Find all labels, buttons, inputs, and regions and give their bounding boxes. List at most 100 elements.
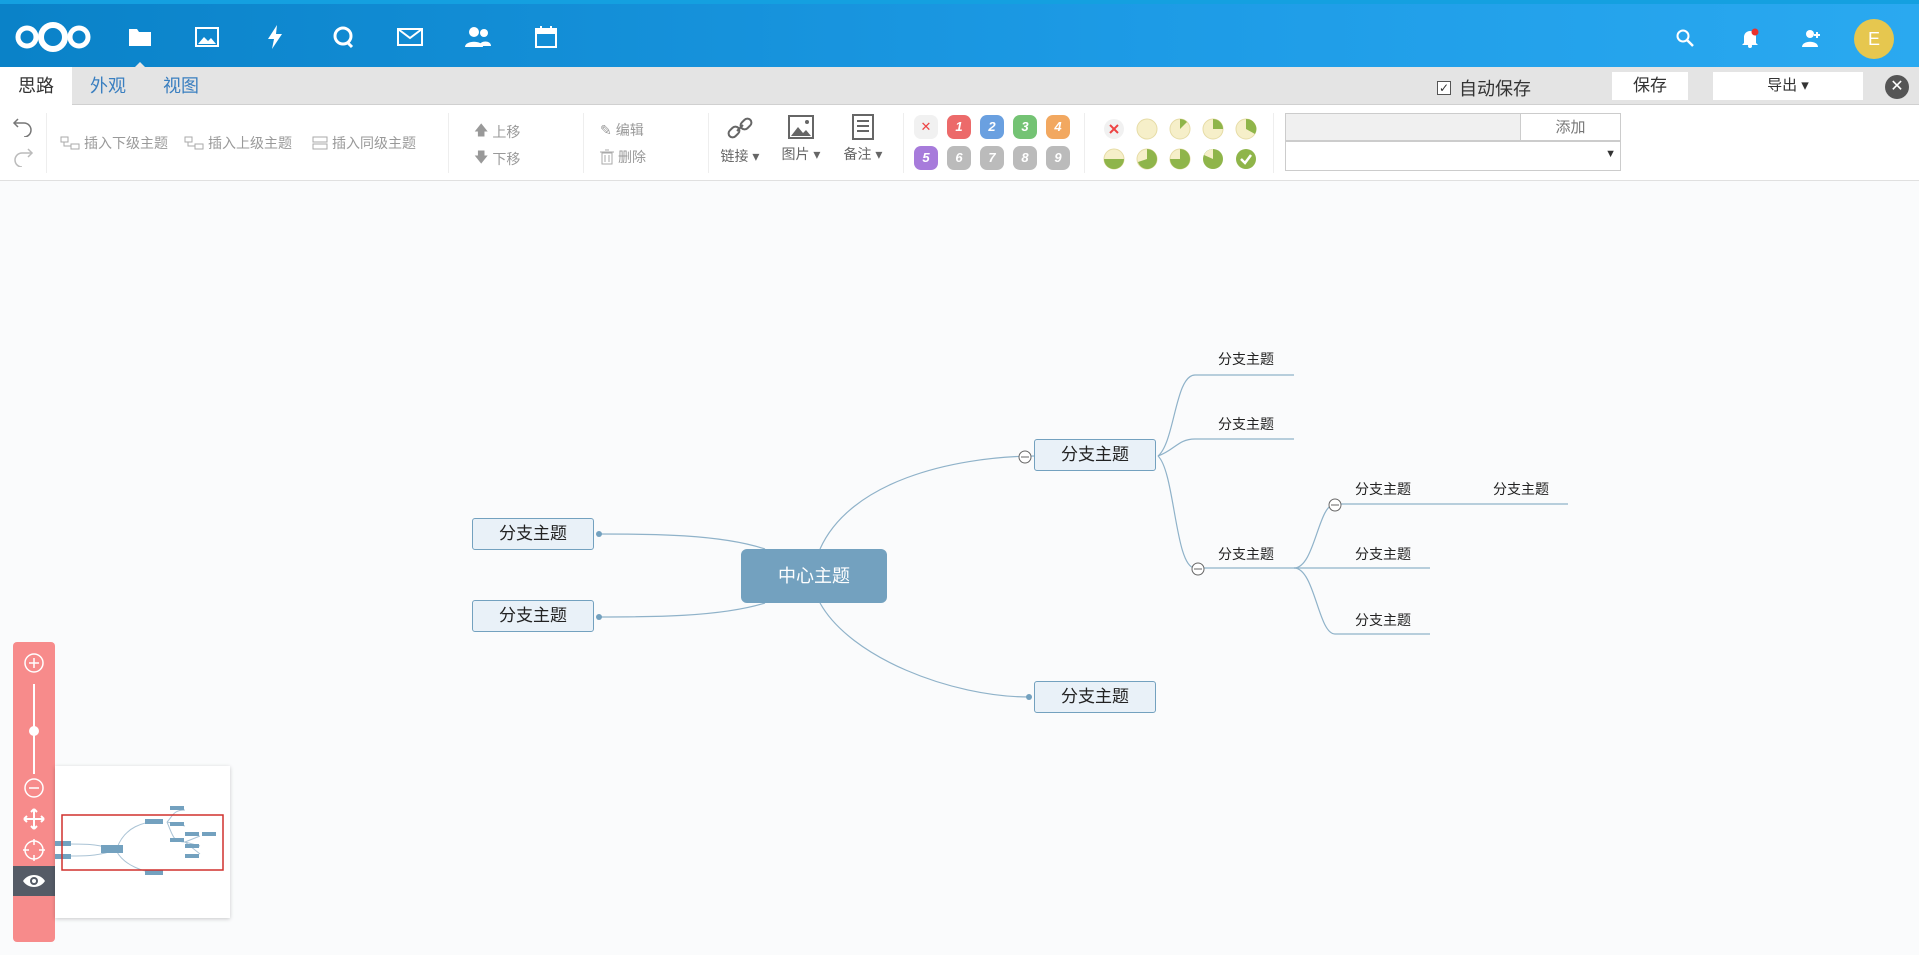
image-button[interactable]: 图片 ▾ bbox=[779, 113, 823, 164]
edit-label: 编辑 bbox=[615, 122, 644, 138]
insert-parent-icon bbox=[184, 136, 204, 150]
insert-parent-label: 插入上级主题 bbox=[208, 135, 292, 151]
tab-appearance[interactable]: 外观 bbox=[90, 76, 126, 96]
redo-icon[interactable] bbox=[12, 147, 34, 167]
priority-2[interactable]: 2 bbox=[980, 115, 1004, 139]
minimap-viewport[interactable] bbox=[61, 814, 224, 871]
insert-child-label: 插入下级主题 bbox=[84, 135, 168, 151]
mindmap-tab-bar: 思路 外观 视图 ✓ 自动保存 保存 导出 ▾ ✕ bbox=[0, 67, 1919, 105]
move-down-label: 下移 bbox=[492, 151, 521, 167]
progress-4-icon[interactable] bbox=[1102, 147, 1126, 171]
nextcloud-logo[interactable] bbox=[14, 18, 92, 56]
progress-6-icon[interactable] bbox=[1168, 147, 1192, 171]
move-up-label: 上移 bbox=[492, 124, 521, 140]
save-button[interactable]: 保存 bbox=[1612, 72, 1688, 100]
mindmap-leaf-node[interactable]: 分支主题 bbox=[1218, 416, 1274, 432]
close-icon[interactable]: ✕ bbox=[1885, 75, 1909, 99]
mindmap-canvas[interactable] bbox=[0, 182, 1919, 955]
progress-done-icon[interactable] bbox=[1234, 147, 1258, 171]
mindmap-leaf-node[interactable]: 分支主题 bbox=[1355, 481, 1411, 497]
mindmap-leaf-node[interactable]: 分支主题 bbox=[1355, 612, 1411, 628]
zoom-panel bbox=[13, 642, 55, 942]
files-icon[interactable] bbox=[125, 22, 155, 70]
link-icon bbox=[727, 117, 753, 139]
progress-3-icon[interactable] bbox=[1234, 117, 1258, 141]
image-label: 图片 ▾ bbox=[781, 146, 821, 162]
progress-2-icon[interactable] bbox=[1201, 117, 1225, 141]
priority-clear-icon[interactable]: ✕ bbox=[914, 115, 938, 139]
mindmap-leaf-node[interactable]: 分支主题 bbox=[1218, 351, 1274, 367]
contacts-menu-icon[interactable] bbox=[1800, 26, 1824, 50]
edit-button[interactable]: ✎ 编辑 bbox=[600, 120, 644, 140]
gallery-icon[interactable] bbox=[192, 22, 222, 52]
mindmap-leaf-node[interactable]: 分支主题 bbox=[1493, 481, 1549, 497]
undo-icon[interactable] bbox=[12, 117, 34, 137]
mindmap-branch-node[interactable]: 分支主题 bbox=[472, 600, 594, 632]
note-button[interactable]: 备注 ▾ bbox=[841, 113, 885, 164]
progress-0-icon[interactable] bbox=[1135, 117, 1159, 141]
mindmap-branch-node[interactable]: 分支主题 bbox=[472, 518, 594, 550]
export-dropdown[interactable]: 导出 ▾ bbox=[1713, 72, 1863, 100]
zoom-out-icon[interactable] bbox=[23, 777, 45, 799]
editor-toolbar: 插入下级主题 插入上级主题 插入同级主题 🡅 上移 🡇 下移 ✎ 编辑 删除 链… bbox=[0, 105, 1919, 181]
move-icon[interactable] bbox=[22, 807, 46, 831]
autosave-checkbox[interactable]: ✓ bbox=[1437, 81, 1451, 95]
delete-label: 删除 bbox=[618, 149, 646, 165]
navigator-toggle[interactable] bbox=[13, 866, 55, 896]
user-avatar[interactable]: E bbox=[1854, 19, 1894, 59]
priority-7[interactable]: 7 bbox=[980, 146, 1004, 170]
priority-5[interactable]: 5 bbox=[914, 146, 938, 170]
contacts-icon[interactable] bbox=[463, 22, 493, 52]
arrow-down-icon: 🡇 bbox=[474, 149, 489, 165]
delete-button[interactable]: 删除 bbox=[600, 147, 646, 167]
priority-9[interactable]: 9 bbox=[1046, 146, 1070, 170]
resource-select[interactable]: ▼ bbox=[1285, 141, 1621, 171]
priority-4[interactable]: 4 bbox=[1046, 115, 1070, 139]
collapse-toggle-icon[interactable] bbox=[1328, 498, 1342, 512]
resource-input[interactable] bbox=[1285, 113, 1521, 141]
progress-5-icon[interactable] bbox=[1135, 147, 1159, 171]
talk-icon[interactable] bbox=[328, 22, 358, 52]
insert-parent-button[interactable]: 插入上级主题 bbox=[184, 133, 292, 153]
tab-view[interactable]: 视图 bbox=[163, 76, 199, 96]
mindmap-branch-node[interactable]: 分支主题 bbox=[1034, 439, 1156, 471]
mindmap-branch-node[interactable]: 分支主题 bbox=[1034, 681, 1156, 713]
note-label: 备注 ▾ bbox=[843, 146, 883, 162]
link-button[interactable]: 链接 ▾ bbox=[718, 113, 762, 166]
progress-7-icon[interactable] bbox=[1201, 147, 1225, 171]
zoom-in-icon[interactable] bbox=[23, 652, 45, 674]
priority-8[interactable]: 8 bbox=[1013, 146, 1037, 170]
activity-icon[interactable] bbox=[260, 22, 290, 52]
zoom-slider-handle[interactable] bbox=[29, 726, 39, 736]
search-icon[interactable] bbox=[1673, 26, 1697, 50]
tab-idea[interactable]: 思路 bbox=[0, 67, 72, 105]
calendar-icon[interactable] bbox=[531, 22, 561, 52]
mindmap-center-node[interactable]: 中心主题 bbox=[741, 549, 887, 603]
move-down-button[interactable]: 🡇 下移 bbox=[474, 147, 520, 171]
locate-center-icon[interactable] bbox=[22, 838, 46, 862]
insert-sibling-icon bbox=[312, 136, 328, 150]
insert-child-icon bbox=[60, 136, 80, 150]
mindmap-leaf-node[interactable]: 分支主题 bbox=[1355, 546, 1411, 562]
insert-sibling-button[interactable]: 插入同级主题 bbox=[312, 133, 416, 153]
insert-sibling-label: 插入同级主题 bbox=[332, 135, 416, 151]
priority-3[interactable]: 3 bbox=[1013, 115, 1037, 139]
note-icon bbox=[852, 114, 874, 140]
progress-clear-icon[interactable] bbox=[1102, 117, 1126, 141]
notifications-icon[interactable] bbox=[1738, 26, 1762, 50]
resource-add-button[interactable]: 添加 bbox=[1521, 113, 1621, 141]
priority-6[interactable]: 6 bbox=[947, 146, 971, 170]
collapse-toggle-icon[interactable] bbox=[1018, 450, 1032, 464]
collapse-toggle-icon[interactable] bbox=[1191, 562, 1205, 576]
insert-child-button[interactable]: 插入下级主题 bbox=[60, 133, 168, 153]
minimap-navigator[interactable] bbox=[55, 766, 230, 918]
eye-icon bbox=[23, 875, 45, 887]
mindmap-leaf-node[interactable]: 分支主题 bbox=[1218, 546, 1274, 562]
progress-1-icon[interactable] bbox=[1168, 117, 1192, 141]
minimap-preview bbox=[55, 806, 224, 875]
chevron-down-icon: ▼ bbox=[1605, 148, 1616, 160]
autosave-toggle[interactable]: ✓ 自动保存 bbox=[1437, 75, 1531, 101]
move-up-button[interactable]: 🡅 上移 bbox=[474, 120, 520, 144]
priority-1[interactable]: 1 bbox=[947, 115, 971, 139]
mail-icon[interactable] bbox=[395, 22, 425, 52]
